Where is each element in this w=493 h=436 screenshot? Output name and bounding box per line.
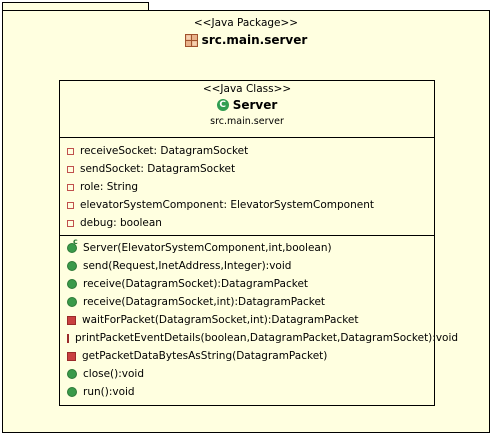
operation-text: close():void xyxy=(83,368,144,380)
attribute-row[interactable]: elevatorSystemComponent: ElevatorSystemC… xyxy=(60,196,434,214)
constructor-icon xyxy=(67,237,78,253)
private-method-icon xyxy=(67,333,69,343)
public-method-icon xyxy=(67,279,77,289)
operations-compartment: Server(ElevatorSystemComponent,int,boole… xyxy=(60,236,458,401)
private-field-icon xyxy=(67,147,74,155)
operation-text: waitForPacket(DatagramSocket,int):Datagr… xyxy=(82,314,359,326)
java-package[interactable]: <<Java Package>> src.main.server <<Java … xyxy=(2,10,490,433)
package-tab xyxy=(2,2,149,11)
attribute-text: role: String xyxy=(80,181,139,193)
operation-text: Server(ElevatorSystemComponent,int,boole… xyxy=(83,242,332,254)
package-title: src.main.server xyxy=(3,33,489,47)
private-field-icon xyxy=(67,165,74,173)
class-title: C Server xyxy=(60,98,434,112)
operation-row[interactable]: close():void xyxy=(60,365,434,383)
package-icon xyxy=(184,33,198,47)
private-field-icon xyxy=(67,201,74,209)
attribute-text: elevatorSystemComponent: ElevatorSystemC… xyxy=(80,199,374,211)
operation-row[interactable]: send(Request,InetAddress,Integer):void xyxy=(60,257,434,275)
public-method-icon xyxy=(67,297,77,307)
operation-row[interactable]: getPacketDataBytesAsString(DatagramPacke… xyxy=(60,347,434,365)
public-method-icon xyxy=(67,261,77,271)
operation-text: receive(DatagramSocket):DatagramPacket xyxy=(83,278,309,290)
attribute-text: sendSocket: DatagramSocket xyxy=(80,163,236,175)
operation-row[interactable]: receive(DatagramSocket):DatagramPacket xyxy=(60,275,434,293)
attribute-row[interactable]: role: String xyxy=(60,178,434,196)
class-icon: C xyxy=(216,99,229,111)
operation-row[interactable]: waitForPacket(DatagramSocket,int):Datagr… xyxy=(60,311,434,329)
public-method-icon xyxy=(67,369,77,379)
private-field-icon xyxy=(67,183,74,191)
operation-text: getPacketDataBytesAsString(DatagramPacke… xyxy=(82,350,328,362)
class-header: <<Java Class>> C Server src.main.server xyxy=(60,81,434,138)
attributes-compartment: receiveSocket: DatagramSocket sendSocket… xyxy=(60,138,434,236)
attribute-row[interactable]: sendSocket: DatagramSocket xyxy=(60,160,434,178)
private-method-icon xyxy=(67,351,76,361)
private-field-icon xyxy=(67,219,74,227)
server-class[interactable]: <<Java Class>> C Server src.main.server … xyxy=(59,80,458,406)
operation-text: send(Request,InetAddress,Integer):void xyxy=(83,260,292,272)
class-stereotype: <<Java Class>> xyxy=(202,83,292,95)
public-method-icon xyxy=(67,387,77,397)
package-stereotype: <<Java Package>> xyxy=(193,17,299,29)
attribute-text: debug: boolean xyxy=(80,217,162,229)
attribute-text: receiveSocket: DatagramSocket xyxy=(80,145,249,157)
operation-row[interactable]: Server(ElevatorSystemComponent,int,boole… xyxy=(60,237,434,257)
class-package: src.main.server xyxy=(210,116,284,127)
operation-row[interactable]: printPacketEventDetails(boolean,Datagram… xyxy=(60,329,458,347)
attribute-row[interactable]: receiveSocket: DatagramSocket xyxy=(60,142,434,160)
private-method-icon xyxy=(67,315,76,325)
class-name: Server xyxy=(232,98,278,112)
operation-row[interactable]: run():void xyxy=(60,383,434,401)
package-name: src.main.server xyxy=(201,33,308,47)
operation-text: receive(DatagramSocket,int):DatagramPack… xyxy=(83,296,326,308)
operation-text: run():void xyxy=(83,386,135,398)
operation-text: printPacketEventDetails(boolean,Datagram… xyxy=(75,332,459,344)
attribute-row[interactable]: debug: boolean xyxy=(60,214,434,232)
operation-row[interactable]: receive(DatagramSocket,int):DatagramPack… xyxy=(60,293,434,311)
